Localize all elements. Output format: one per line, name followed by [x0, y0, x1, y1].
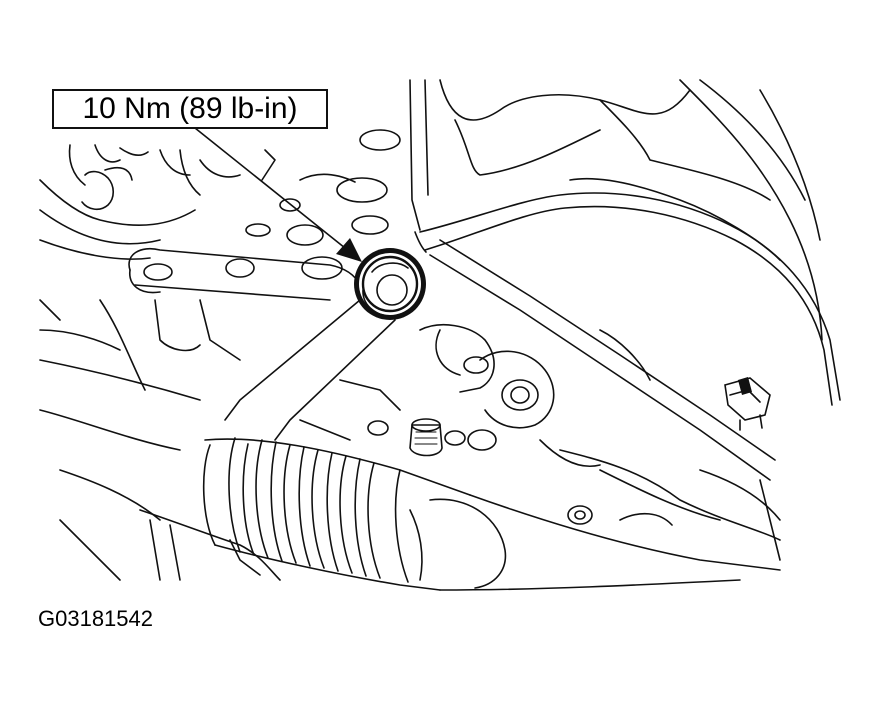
torque-label: 10 Nm (89 lb-in) — [82, 92, 298, 125]
right-side-bolt — [724, 377, 771, 431]
upper-housing-outline — [409, 79, 823, 341]
bracket-arm — [224, 239, 776, 481]
flange-plate — [128, 248, 361, 361]
left-clip-assembly — [39, 144, 241, 260]
casting-features-upper-left — [225, 129, 401, 280]
central-casting — [299, 324, 651, 467]
support-rod — [414, 192, 841, 406]
center-stud — [409, 418, 443, 457]
corrugated-boot — [202, 437, 507, 591]
rack-housing — [439, 449, 781, 591]
bolt-icon — [354, 248, 426, 320]
left-lower-panel — [39, 299, 201, 521]
lower-left-rails — [59, 509, 281, 581]
torque-callout: 10 Nm (89 lb-in) — [52, 89, 328, 129]
leader-arrow-icon — [194, 127, 362, 262]
figure-id-label: G03181542 — [38, 606, 153, 631]
